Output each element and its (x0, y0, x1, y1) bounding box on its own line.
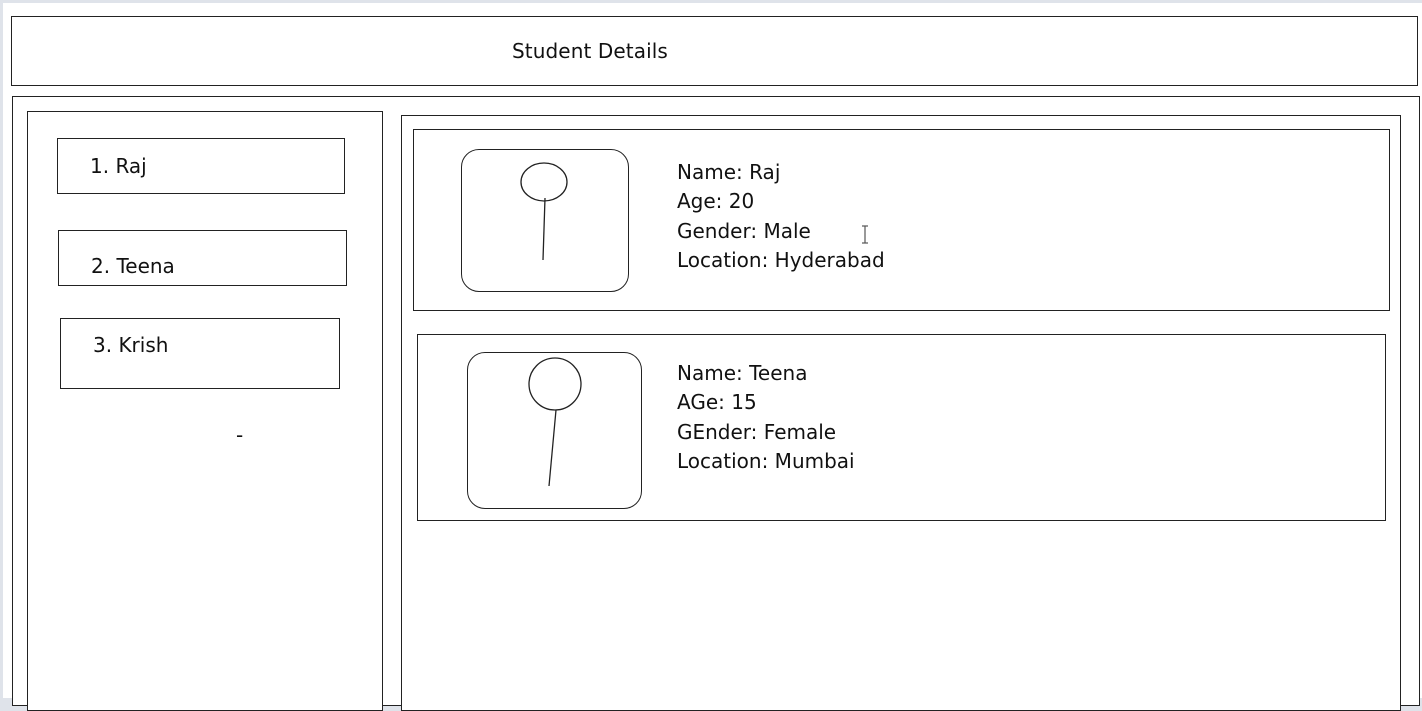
student-list-sidebar (27, 111, 383, 711)
student-gender: Gender: Male (677, 218, 811, 243)
student-list-item-krish[interactable]: 3. Krish (60, 318, 340, 389)
student-list-item-label: 1. Raj (90, 154, 147, 178)
text-cursor-icon (862, 225, 868, 244)
student-avatar (467, 352, 642, 509)
student-name: Name: Teena (677, 361, 808, 385)
wireframe-canvas: Student Details 1. Raj 2. Teena 3. Krish… (3, 3, 1422, 711)
person-stick-figure-icon (528, 357, 582, 487)
student-card-raj[interactable]: Name: Raj Age: 20 Gender: Male Location:… (413, 129, 1390, 311)
student-avatar (461, 149, 629, 292)
student-list-item-teena[interactable]: 2. Teena (58, 230, 347, 286)
student-list-item-raj[interactable]: 1. Raj (57, 138, 345, 194)
page-title: Student Details (512, 39, 668, 63)
student-list-item-label: 3. Krish (93, 333, 169, 357)
student-location: Location: Mumbai (677, 448, 855, 473)
student-location: Location: Hyderabad (677, 247, 885, 272)
student-details-text: Name: Raj Age: 20 Gender: Male Location:… (677, 158, 885, 275)
student-details-text: Name: Teena AGe: 15 GEnder: Female Locat… (677, 359, 855, 476)
student-age: AGe: 15 (677, 390, 757, 415)
header-box: Student Details (11, 16, 1418, 86)
student-name: Name: Raj (677, 160, 781, 184)
student-gender: GEnder: Female (677, 419, 837, 444)
student-age: Age: 20 (677, 189, 755, 214)
student-card-teena[interactable]: Name: Teena AGe: 15 GEnder: Female Locat… (417, 334, 1386, 521)
stray-dash-mark: - (236, 423, 244, 447)
person-stick-figure-icon (520, 162, 568, 261)
student-list-item-label: 2. Teena (91, 254, 175, 278)
